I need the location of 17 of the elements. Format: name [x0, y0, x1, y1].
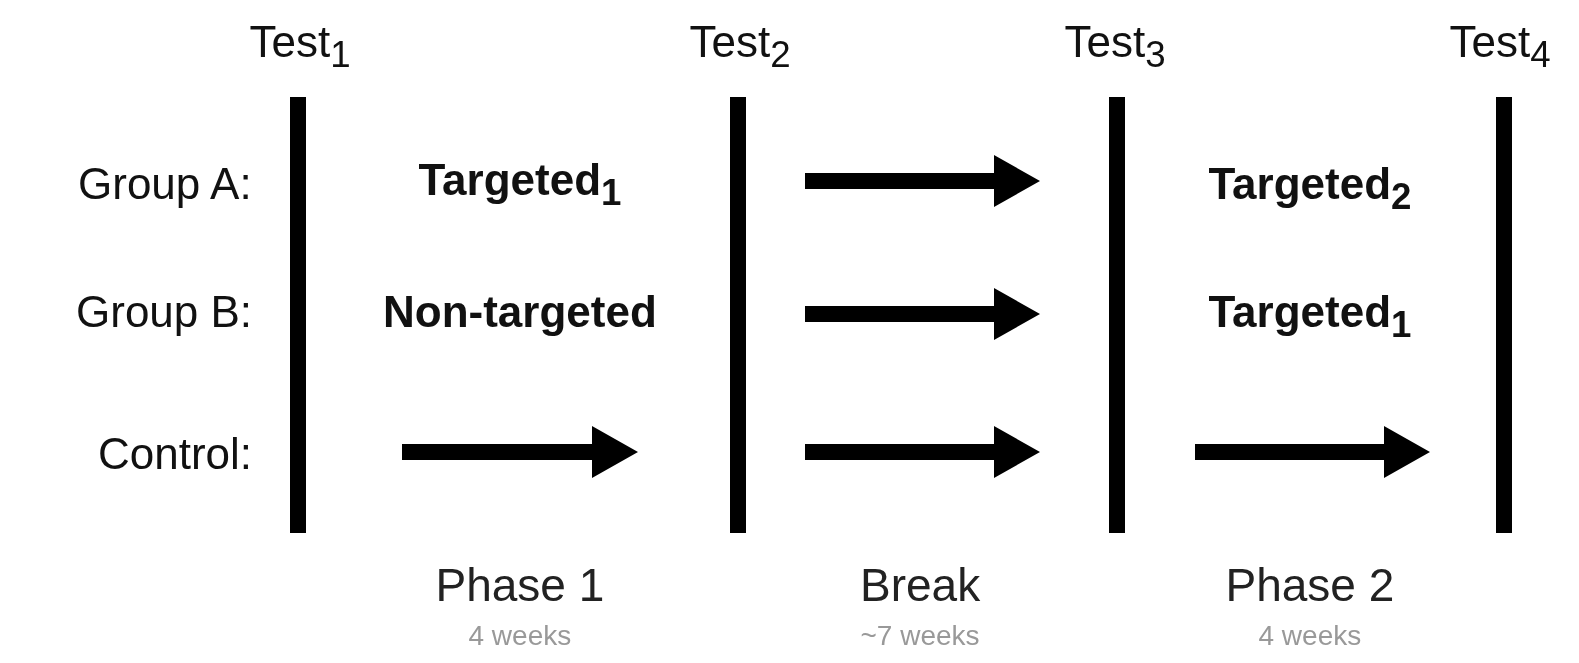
condition-label: Targeted$_{2}$ — [1208, 162, 1412, 216]
phase-label: Phase 2 — [1225, 562, 1395, 608]
test-label: Test$_{3}$ — [1064, 20, 1166, 74]
group-label: Group B: — [76, 290, 253, 334]
group-label: Control: — [98, 432, 253, 476]
condition-label: Targeted$_{1}$ — [1208, 290, 1412, 344]
duration-label: ~7 weeks — [860, 622, 980, 650]
phase-label: Phase 1 — [435, 562, 605, 608]
duration-label: 4 weeks — [1258, 622, 1362, 650]
condition-label: Targeted$_{1}$ — [418, 158, 622, 212]
test-label: Test$_{2}$ — [689, 20, 791, 74]
duration-label: 4 weeks — [468, 622, 572, 650]
test-label: Test$_{1}$ — [249, 20, 351, 74]
phase-label: Break — [860, 562, 981, 608]
group-label: Group A: — [78, 162, 252, 206]
test-label: Test$_{4}$ — [1449, 20, 1551, 74]
condition-label: Non-targeted — [383, 290, 657, 334]
